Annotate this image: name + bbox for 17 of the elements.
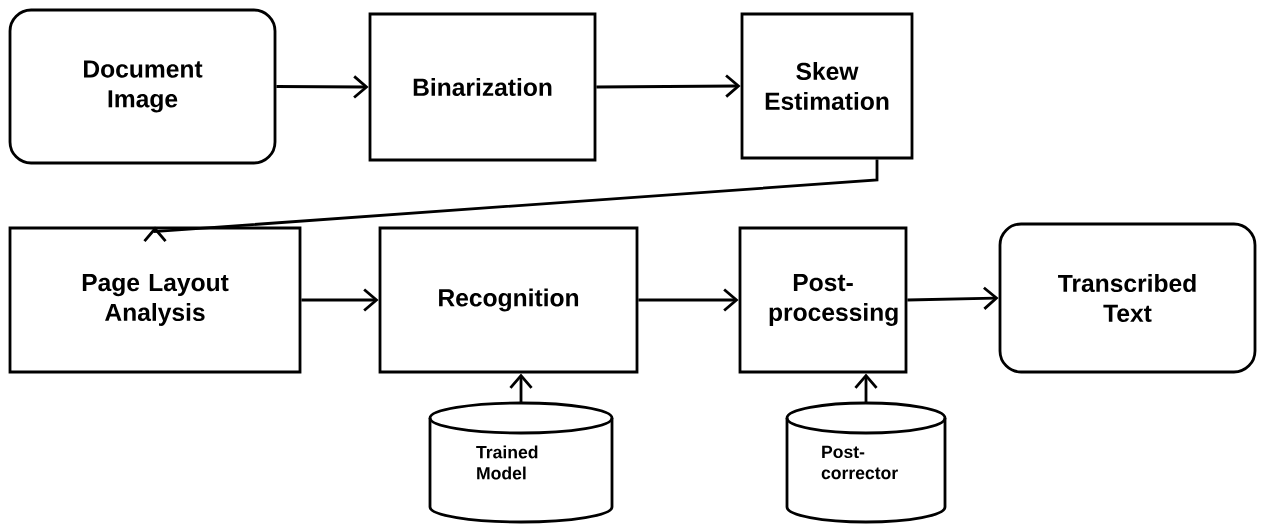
arrow bbox=[854, 373, 878, 403]
process-box: Recognition bbox=[378, 226, 639, 374]
arrow bbox=[276, 75, 369, 99]
terminal-box: Transcribed Text bbox=[998, 222, 1257, 374]
arrow bbox=[596, 74, 741, 98]
database-cylinder: Trained Model bbox=[428, 401, 614, 524]
database-cylinder: Post-corrector bbox=[785, 401, 947, 524]
terminal-box: Document Image bbox=[8, 8, 277, 165]
process-box: Skew Estimation bbox=[740, 12, 914, 160]
process-box: Page Layout Analysis bbox=[8, 226, 302, 374]
process-box: Binarization bbox=[368, 12, 597, 162]
arrow bbox=[907, 286, 999, 310]
arrow bbox=[301, 288, 379, 312]
process-box: Post-processing bbox=[738, 226, 908, 374]
arrow bbox=[638, 288, 739, 312]
arrow bbox=[143, 159, 879, 242]
arrow bbox=[509, 373, 533, 403]
